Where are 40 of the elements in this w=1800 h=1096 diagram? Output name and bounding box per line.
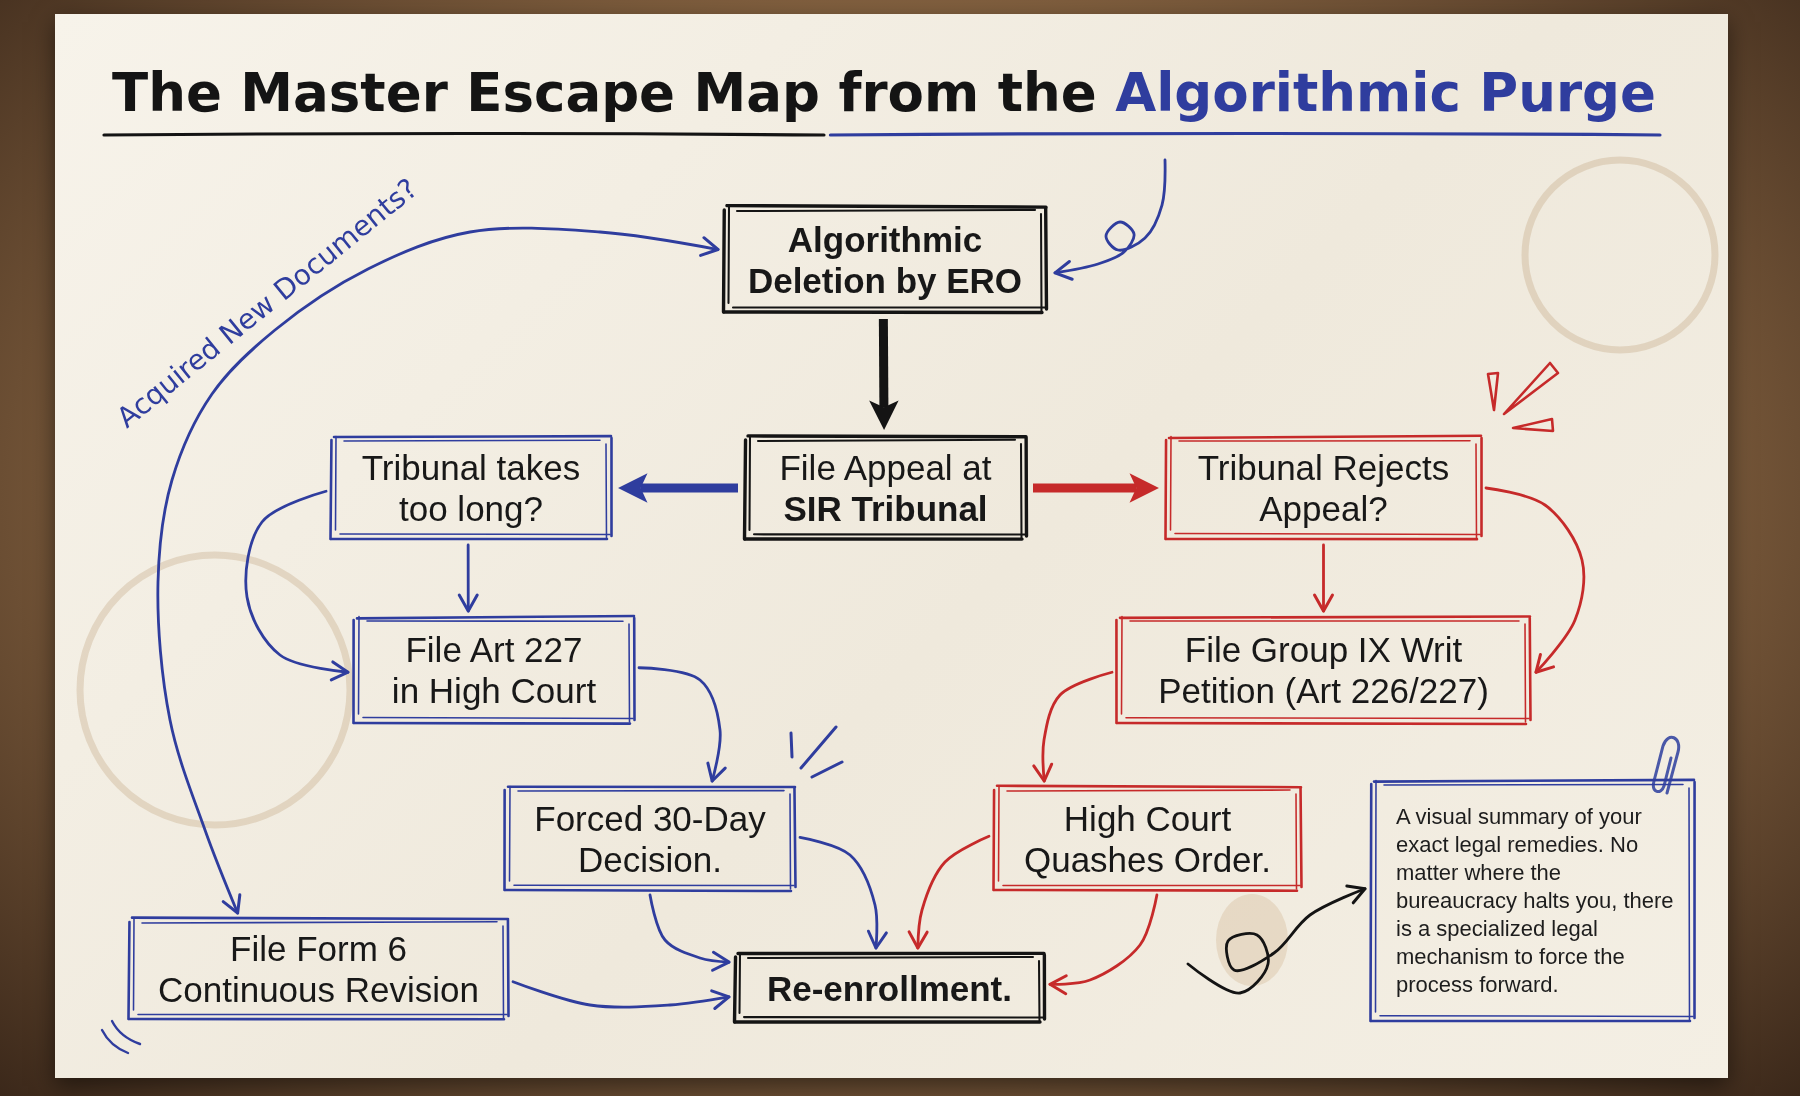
curved-arrow xyxy=(648,893,731,972)
step-label: File Art 227 in High Court xyxy=(390,629,598,711)
process-box xyxy=(351,614,637,726)
arrow xyxy=(1313,543,1334,613)
curved-arrow xyxy=(907,834,991,950)
process-box xyxy=(732,951,1047,1025)
step-label: Forced 30-Day Decision. xyxy=(533,797,767,880)
process-box xyxy=(1114,614,1533,726)
note-text: A visual summary of your exact legal remedies. No matter where the bureaucracy halts you, there is a specialized legal mechanism to force the process forward. xyxy=(1395,803,1675,999)
arrow xyxy=(457,543,479,613)
curved-arrow xyxy=(1484,486,1586,674)
curved-arrow xyxy=(511,980,731,1010)
step-label: Tribunal Rejects Appeal? xyxy=(1196,447,1451,529)
curly-arrow xyxy=(1186,884,1367,995)
step-label: Re-enrollment. xyxy=(766,967,1012,1009)
curved-arrow xyxy=(637,666,727,783)
curved-arrow xyxy=(156,226,720,915)
process-box xyxy=(126,916,511,1022)
step-label: Algorithmic Deletion by ERO xyxy=(746,218,1024,301)
curved-arrow xyxy=(244,489,350,682)
diagram-title: The Master Escape Map from the Algorithmic Purge xyxy=(112,61,1656,125)
process-box xyxy=(1163,434,1484,542)
step-label: File Appeal at SIR Tribunal xyxy=(778,447,993,529)
step-label: File Form 6 Continuous Revision xyxy=(157,928,480,1010)
curved-arrow xyxy=(1048,893,1159,996)
step-label: Tribunal takes too long? xyxy=(360,447,582,529)
curly-arrow xyxy=(1053,158,1167,281)
process-box xyxy=(328,434,614,542)
curved-arrow xyxy=(798,836,888,950)
process-box xyxy=(991,784,1304,893)
curved-arrow xyxy=(1032,670,1114,783)
thick-arrow xyxy=(618,473,738,503)
thick-arrow xyxy=(869,318,899,430)
process-box xyxy=(502,784,798,893)
step-label: File Group IX Writ Petition (Art 226/227) xyxy=(1157,629,1490,711)
process-box xyxy=(721,204,1049,315)
process-box xyxy=(742,434,1029,542)
thick-arrow xyxy=(1033,473,1159,503)
note-card xyxy=(1368,778,1697,1024)
step-label: High Court Quashes Order. xyxy=(1022,797,1273,880)
